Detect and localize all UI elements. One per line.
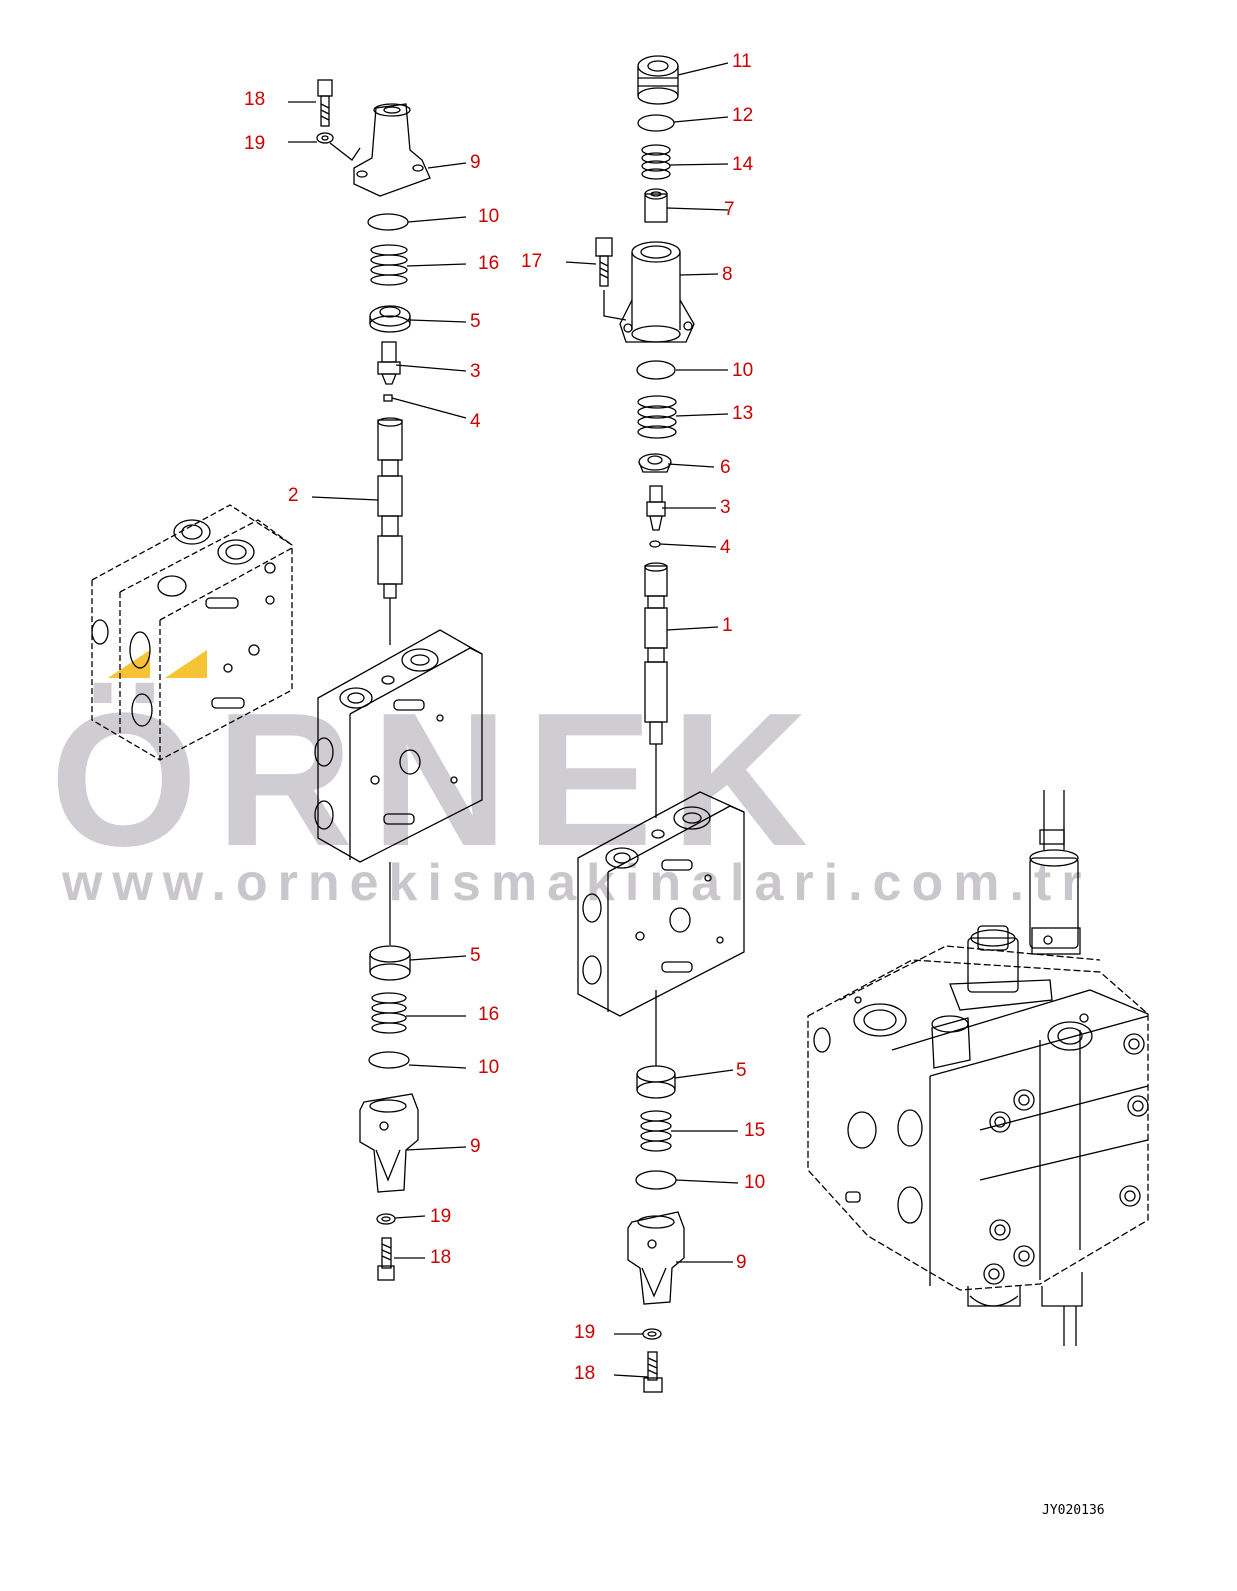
callout-label: 3 <box>470 361 481 382</box>
right-main-block <box>577 791 745 1017</box>
callout-label: 9 <box>736 1252 747 1273</box>
callout-label: 1 <box>722 615 733 636</box>
watermark-brand: ÖRNEK <box>50 674 826 886</box>
line-drawing <box>91 55 1149 1393</box>
right-oring-top <box>637 114 675 132</box>
left-upper-cap <box>353 103 431 197</box>
left-main-block <box>314 629 483 863</box>
drawing-code: JY020136 <box>1042 1503 1105 1518</box>
callout-label: 19 <box>244 133 265 154</box>
callout-label: 14 <box>732 154 754 175</box>
callout-label: 10 <box>478 1057 499 1078</box>
right-screw-top <box>595 237 613 287</box>
callout-label: 19 <box>574 1322 595 1343</box>
right-oring-mid <box>636 360 676 380</box>
left-small-ring <box>383 394 393 402</box>
callout-label: 19 <box>430 1206 451 1227</box>
callout-label: 4 <box>470 411 481 432</box>
left-retainer-bottom <box>369 945 411 981</box>
watermark-url: www.ornekismakinalari.com.tr <box>61 854 1091 912</box>
callouts-left: 18 19 9 10 16 5 3 4 2 5 16 10 9 19 18 <box>244 89 499 1268</box>
callout-label: 9 <box>470 152 481 173</box>
right-spring-top <box>641 144 671 180</box>
callout-label: 11 <box>732 51 752 72</box>
callout-label: 15 <box>744 1120 765 1141</box>
right-lower-cap <box>627 1211 685 1305</box>
callout-label: 5 <box>736 1060 747 1081</box>
right-piston <box>644 188 668 223</box>
right-plug <box>646 485 666 531</box>
callout-label: 10 <box>732 360 753 381</box>
callout-label: 5 <box>470 311 481 332</box>
callout-label: 18 <box>430 1247 451 1268</box>
left-washer <box>316 132 334 144</box>
callout-label: 5 <box>470 945 481 966</box>
right-retainer-bottom <box>636 1065 676 1099</box>
right-spring-mid <box>637 395 677 439</box>
callout-label: 18 <box>574 1363 595 1384</box>
left-spring-top <box>370 244 408 286</box>
callout-label: 17 <box>521 251 542 272</box>
left-retainer-top <box>369 305 411 333</box>
callout-label: 16 <box>478 253 499 274</box>
callout-label: 2 <box>288 485 299 506</box>
left-plug <box>377 341 401 385</box>
assembled-valve <box>807 790 1149 1346</box>
callouts-right: 11 12 14 7 17 8 10 13 6 3 4 1 5 15 10 9 … <box>521 51 765 1384</box>
right-small-ring <box>649 540 661 548</box>
watermark-accent-mark <box>165 650 207 678</box>
left-oring-top <box>367 213 409 231</box>
right-screw-bottom <box>643 1351 663 1393</box>
leader-line <box>329 142 361 161</box>
callout-label: 7 <box>724 199 735 220</box>
callout-label: 16 <box>478 1004 499 1025</box>
callout-label: 18 <box>244 89 265 110</box>
callout-label: 12 <box>732 105 753 126</box>
callout-label: 6 <box>720 457 731 478</box>
callout-label: 4 <box>720 537 731 558</box>
callout-label: 8 <box>722 264 733 285</box>
right-top-plug <box>637 55 679 105</box>
left-washer-bottom <box>376 1213 396 1225</box>
left-oring-bottom <box>368 1051 410 1069</box>
right-spool <box>644 562 668 745</box>
right-seat <box>638 453 672 473</box>
left-lower-cap <box>359 1093 419 1193</box>
callout-label: 3 <box>720 497 731 518</box>
right-upper-housing <box>619 241 695 343</box>
callout-label: 10 <box>478 206 499 227</box>
callout-label: 10 <box>744 1172 765 1193</box>
left-spring-bottom <box>371 992 407 1034</box>
left-screw-bottom <box>377 1237 395 1281</box>
watermark: ÖRNEK www.ornekismakinalari.com.tr <box>50 650 1091 912</box>
left-spool <box>377 417 403 599</box>
callout-label: 13 <box>732 403 753 424</box>
leader-line <box>603 290 627 321</box>
left-screw <box>317 79 333 127</box>
callout-leaders <box>288 62 739 1378</box>
watermark-accent-mark <box>108 650 150 678</box>
valve-block-ports <box>91 519 276 727</box>
right-oring-bottom <box>635 1170 677 1190</box>
right-spring-bottom <box>640 1110 672 1152</box>
right-washer-bottom <box>642 1328 662 1340</box>
callout-label: 9 <box>470 1136 481 1157</box>
valve-block-outline <box>91 504 293 761</box>
